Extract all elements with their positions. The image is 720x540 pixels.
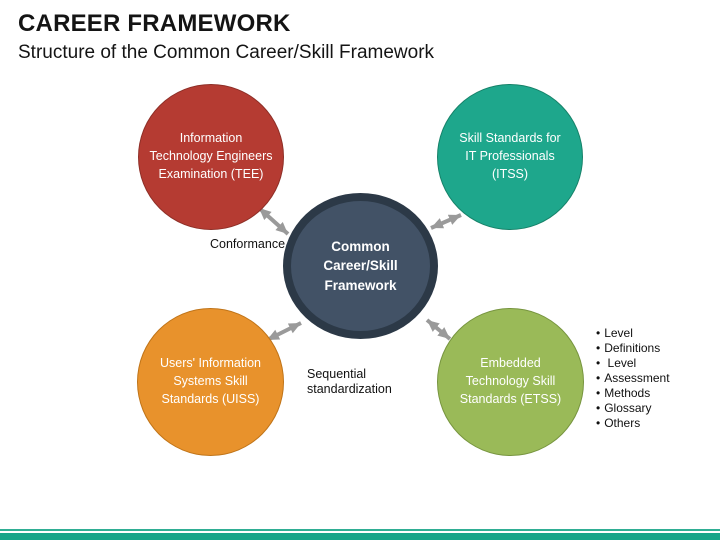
- arrow-itss-center: [430, 213, 462, 230]
- bullet-icon: •: [596, 401, 601, 415]
- list-item: •Level: [596, 326, 633, 340]
- label-conformance: Conformance: [210, 237, 286, 251]
- bullet-icon: •: [596, 371, 601, 385]
- list-item: •Others: [596, 416, 641, 430]
- arrow-tee-center: [257, 206, 290, 236]
- list-item: •Definitions: [596, 341, 661, 355]
- node-etss: Embedded Technology Skill Standards (ETS…: [437, 308, 584, 456]
- footer-accent-line: [0, 529, 720, 531]
- node-uiss-label: Users' Information Systems Skill Standar…: [159, 356, 262, 406]
- node-center-label: Common Career/Skill Framework: [323, 238, 398, 293]
- etss-bullet-list: •Level •Definitions • Level •Assessment …: [596, 326, 716, 431]
- node-uiss: Users' Information Systems Skill Standar…: [137, 308, 284, 456]
- bullet-icon: •: [596, 341, 601, 355]
- list-item: •Assessment: [596, 371, 670, 385]
- node-itss-label: Skill Standards for IT Professionals (IT…: [459, 131, 561, 181]
- node-center-framework: Common Career/Skill Framework: [283, 193, 438, 339]
- footer-accent-bar: [0, 533, 720, 540]
- arrow-etss-center: [425, 318, 452, 341]
- node-itss: Skill Standards for IT Professionals (IT…: [437, 84, 583, 230]
- bullet-icon: •: [596, 356, 601, 370]
- bullet-icon: •: [596, 416, 601, 430]
- bullet-icon: •: [596, 386, 601, 400]
- arrow-uiss-center: [266, 321, 302, 342]
- node-tee: Information Technology Engineers Examina…: [138, 84, 284, 230]
- bullet-icon: •: [596, 326, 601, 340]
- list-item: •Methods: [596, 386, 651, 400]
- page-title: CAREER FRAMEWORK: [18, 10, 291, 37]
- list-item: • Level: [596, 356, 637, 370]
- label-sequential-standardization: Sequential standardization: [307, 367, 392, 396]
- node-etss-label: Embedded Technology Skill Standards (ETS…: [459, 356, 562, 406]
- list-item: •Glossary: [596, 401, 652, 415]
- node-tee-label: Information Technology Engineers Examina…: [149, 131, 273, 181]
- page-subtitle: Structure of the Common Career/Skill Fra…: [18, 42, 435, 63]
